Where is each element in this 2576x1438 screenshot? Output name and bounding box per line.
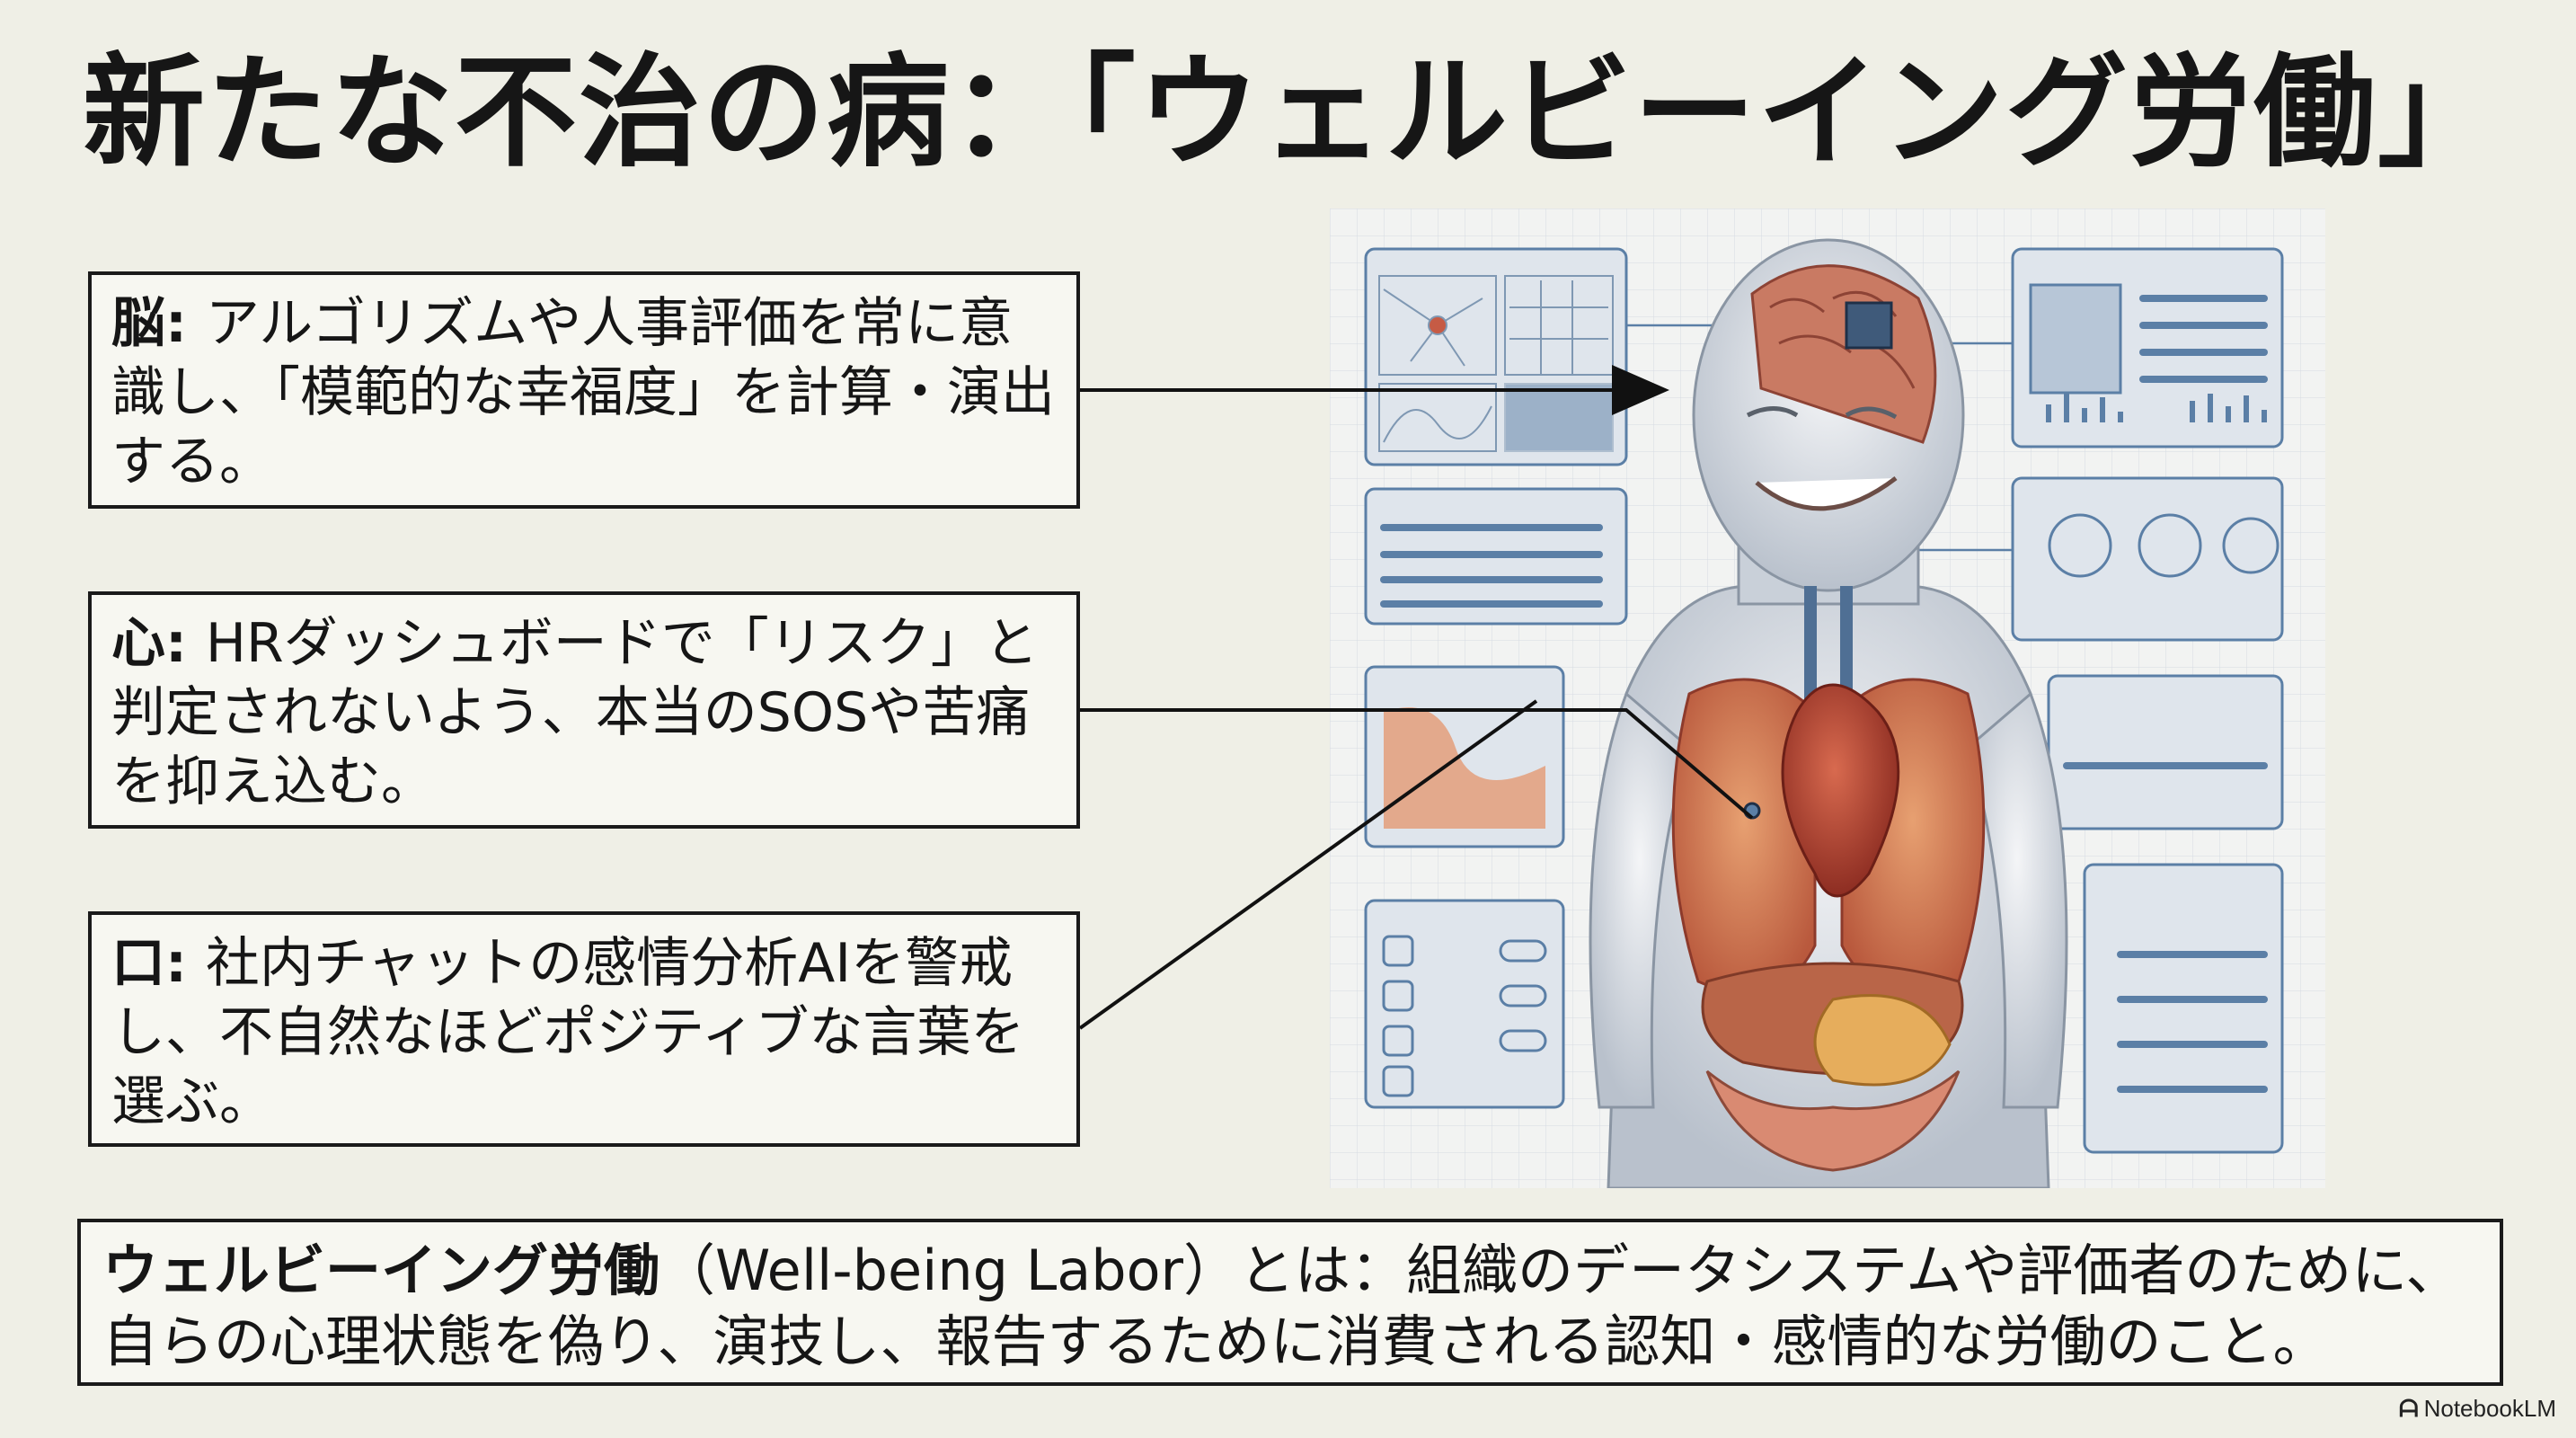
brand-name: NotebookLM — [2423, 1395, 2556, 1422]
notebooklm-logo-icon: ᗩ — [2398, 1395, 2419, 1422]
callout-text: HRダッシュボードで「リスク」と判定されないよう、本当のSOSや苦痛を抑え込む。 — [111, 612, 1039, 813]
callout-mouth: 口: 社内チャットの感情分析AIを警戒し、不自然なほどポジティブな言葉を選ぶ。 — [88, 911, 1080, 1147]
callout-term: 脳 — [111, 292, 165, 355]
stomach — [1813, 994, 1952, 1087]
callout-text: 社内チャットの感情分析AIを警戒し、不自然なほどポジティブな言葉を選ぶ。 — [111, 932, 1025, 1133]
definition-text: （Well-being Labor）とは：組織のデータシステムや評価者のために、… — [102, 1238, 2462, 1375]
definition-term: ウェルビーイング労働 — [102, 1238, 660, 1303]
callout-separator: : — [165, 292, 206, 355]
humanoid-anatomy-illustration — [1330, 209, 2325, 1188]
slide-title: 新たな不治の病：「ウェルビーイング労働」 — [83, 42, 2501, 184]
callout-brain: 脳: アルゴリズムや人事評価を常に意識し、「模範的な幸福度」を計算・演出する。 — [88, 271, 1080, 509]
heart — [1781, 683, 1900, 898]
callout-term: 口 — [111, 932, 165, 995]
intestines — [1705, 1070, 1961, 1172]
callout-text: アルゴリズムや人事評価を常に意識し、「模範的な幸福度」を計算・演出する。 — [111, 292, 1055, 493]
callout-separator: : — [165, 932, 206, 995]
callout-term: 心 — [111, 612, 165, 675]
definition-box: ウェルビーイング労働（Well-being Labor）とは：組織のデータシステ… — [77, 1219, 2503, 1386]
callout-heart: 心: HRダッシュボードで「リスク」と判定されないよう、本当のSOSや苦痛を抑え… — [88, 591, 1080, 829]
callout-separator: : — [165, 612, 206, 675]
